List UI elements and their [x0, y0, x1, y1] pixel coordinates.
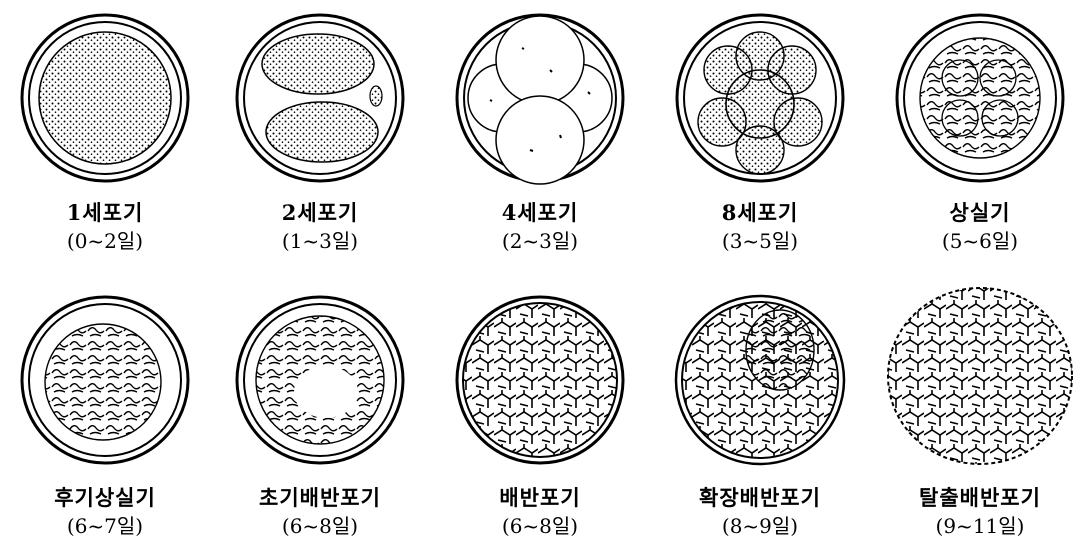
stage-label: 배반포기 [440, 487, 640, 508]
stage-days: (1~3일) [220, 231, 420, 251]
stage-1-cell: 1세포기 (0~2일) [5, 0, 205, 270]
stage-caption: 상실기 (5~6일) [880, 202, 1080, 251]
embryo-morula-drawing [890, 0, 1070, 190]
stage-days: (9~11일) [880, 516, 1080, 536]
embryo-expanded-blastocyst-drawing [670, 282, 850, 472]
embryo-1-cell-drawing [15, 0, 195, 190]
stage-label: 1세포기 [5, 202, 205, 223]
stage-caption: 8세포기 (3~5일) [660, 202, 860, 251]
stage-late-morula: 후기상실기 (6~7일) [5, 282, 205, 554]
stage-days: (8~9일) [660, 516, 860, 536]
embryo-2-cell-drawing [230, 0, 410, 190]
stage-expanded-blastocyst: 확장배반포기 (8~9일) [660, 282, 860, 554]
stage-4-cell: 4세포기 (2~3일) [440, 0, 640, 270]
stage-8-cell: 8세포기 (3~5일) [660, 0, 860, 270]
stage-caption: 2세포기 (1~3일) [220, 202, 420, 251]
stage-caption: 배반포기 (6~8일) [440, 487, 640, 536]
stage-label: 후기상실기 [5, 487, 205, 508]
stage-label: 상실기 [880, 202, 1080, 223]
stage-label: 초기배반포기 [220, 487, 420, 508]
embryo-hatched-blastocyst-drawing [880, 282, 1080, 472]
stage-days: (2~3일) [440, 231, 640, 251]
stage-hatched-blastocyst: 탈출배반포기 (9~11일) [880, 282, 1080, 554]
stage-caption: 확장배반포기 (8~9일) [660, 487, 860, 536]
stage-caption: 4세포기 (2~3일) [440, 202, 640, 251]
stage-caption: 1세포기 (0~2일) [5, 202, 205, 251]
stage-label: 확장배반포기 [660, 487, 860, 508]
embryo-late-morula-drawing [15, 282, 195, 472]
stage-caption: 초기배반포기 (6~8일) [220, 487, 420, 536]
stage-early-blastocyst: 초기배반포기 (6~8일) [220, 282, 420, 554]
stage-caption: 후기상실기 (6~7일) [5, 487, 205, 536]
stage-label: 8세포기 [660, 202, 860, 223]
embryo-8-cell-drawing [670, 0, 850, 190]
embryo-early-blastocyst-drawing [230, 282, 410, 472]
stage-label: 탈출배반포기 [880, 487, 1080, 508]
stage-days: (0~2일) [5, 231, 205, 251]
stage-days: (6~8일) [440, 516, 640, 536]
stage-2-cell: 2세포기 (1~3일) [220, 0, 420, 270]
stage-days: (3~5일) [660, 231, 860, 251]
embryo-4-cell-drawing [450, 0, 630, 190]
stage-morula: 상실기 (5~6일) [880, 0, 1080, 270]
stage-blastocyst: 배반포기 (6~8일) [440, 282, 640, 554]
stage-days: (5~6일) [880, 231, 1080, 251]
stage-label: 2세포기 [220, 202, 420, 223]
stage-days: (6~8일) [220, 516, 420, 536]
stage-label: 4세포기 [440, 202, 640, 223]
stage-days: (6~7일) [5, 516, 205, 536]
stage-caption: 탈출배반포기 (9~11일) [880, 487, 1080, 536]
embryo-blastocyst-drawing [450, 282, 630, 472]
